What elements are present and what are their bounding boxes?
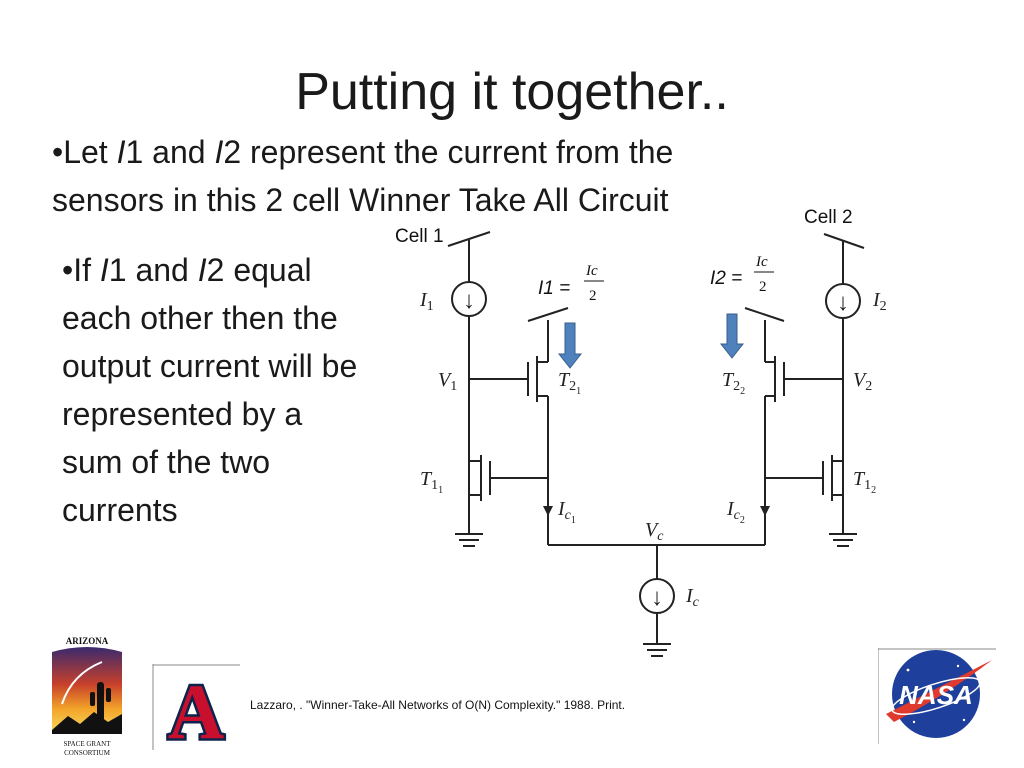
arizona-space-grant-logo: ARIZONA SPACE GRANT CONSORTIUM xyxy=(52,636,122,757)
arrowhead-Ic2 xyxy=(760,506,770,516)
label-T11: T11 xyxy=(420,468,443,496)
nasa-logo: NASA xyxy=(878,648,996,744)
label-Ic1: Ic1 xyxy=(557,498,576,526)
citation: Lazzaro, . "Winner-Take-All Networks of … xyxy=(250,698,626,712)
bullet-text-part: If xyxy=(73,252,100,288)
bullet-intro: •Let I1 and I2 represent the current fro… xyxy=(52,128,792,224)
equation-denominator: 2 xyxy=(759,279,767,295)
label-V2: V2 xyxy=(853,369,872,394)
equation-numerator: Ic xyxy=(755,254,768,270)
component-labels: I1 I2 V1 V2 T21 T22 T11 T12 Ic1 Ic2 Vc I… xyxy=(419,289,887,610)
italic-symbol: I xyxy=(99,252,109,288)
block-a-letter: A xyxy=(168,668,224,750)
cell1-label: Cell 1 xyxy=(395,226,444,247)
mountain-silhouette xyxy=(52,712,122,734)
bullet-mark: • xyxy=(52,134,64,170)
bullet-text-part: Let xyxy=(63,134,117,170)
label-Ic: Ic xyxy=(685,585,700,610)
cell1-sensor-bar xyxy=(447,231,491,247)
label-T22: T22 xyxy=(722,369,745,397)
current-direction-arrows xyxy=(543,506,770,516)
nasa-red-vector xyxy=(886,660,992,722)
bullet-text-part: 2 represent the current from the sensors… xyxy=(52,134,674,218)
slide-title: Putting it together.. xyxy=(295,63,729,121)
arrow-down-icon: ↓ xyxy=(651,585,663,611)
equation-I2-lhs: I2 = xyxy=(710,268,742,289)
bullet-text-part: 2 equal each other then the output curre… xyxy=(62,252,358,528)
label-T12: T12 xyxy=(853,468,876,496)
university-of-arizona-logo: A xyxy=(152,664,240,750)
T22-source-bar xyxy=(744,307,785,322)
arrow-down-icon: ↓ xyxy=(463,288,475,314)
wta-circuit-diagram: ↓ ↓ ↓ Cell 1 Cell 2 I1 = Ic 2 I2 = Ic 2 … xyxy=(395,207,887,657)
arrowhead-Ic1 xyxy=(543,506,553,516)
label-I1: I1 xyxy=(419,289,434,314)
label-T21: T21 xyxy=(558,369,581,397)
label-I2: I2 xyxy=(872,289,887,314)
logo-asgc-bottom-text: CONSORTIUM xyxy=(64,749,111,757)
cactus-arm xyxy=(106,688,111,702)
bullet-text-part: 1 and xyxy=(125,134,215,170)
nasa-wordmark: NASA xyxy=(899,680,973,710)
equation-denominator: 2 xyxy=(589,288,597,304)
blue-down-arrow-left xyxy=(557,322,583,369)
comet-trail xyxy=(61,661,103,705)
sunset-shield xyxy=(52,647,122,730)
bullet-mark: • xyxy=(62,252,74,288)
label-V1: V1 xyxy=(438,369,457,394)
italic-symbol: I xyxy=(197,252,207,288)
label-Vc: Vc xyxy=(645,519,664,544)
arrow-down-icon: ↓ xyxy=(837,290,849,316)
logo-asgc-bottom-text: SPACE GRANT xyxy=(63,740,111,748)
equation-I1-lhs: I1 = xyxy=(538,278,570,299)
label-Ic2: Ic2 xyxy=(726,498,745,526)
bullet-text-part: 1 and xyxy=(108,252,198,288)
italic-symbol: I xyxy=(116,134,126,170)
bullet-explanation: •If I1 and I2 equal each other then the … xyxy=(62,246,362,534)
cactus-trunk xyxy=(97,682,104,722)
cactus-arm xyxy=(90,692,95,706)
nasa-orbit xyxy=(891,677,981,715)
equation-numerator: Ic xyxy=(585,263,598,279)
italic-symbol: I xyxy=(214,134,224,170)
T21-source-bar xyxy=(527,307,569,322)
blue-down-arrow-right xyxy=(719,313,745,359)
logo-asgc-top-text: ARIZONA xyxy=(66,636,109,646)
circuit-wires xyxy=(447,231,865,657)
cell2-label: Cell 2 xyxy=(804,207,853,228)
